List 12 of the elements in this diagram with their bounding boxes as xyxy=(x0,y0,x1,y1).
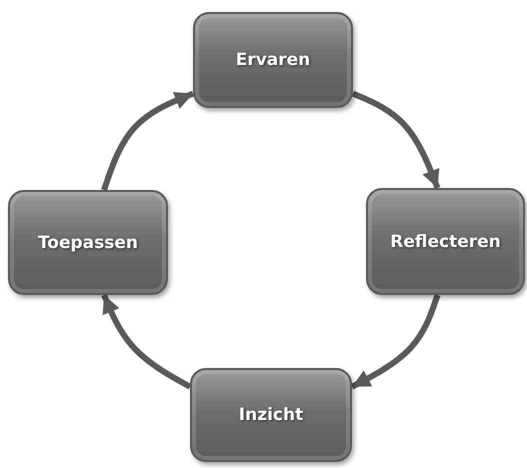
curved-arrow xyxy=(101,90,194,191)
step-label: Toepassen xyxy=(38,232,138,252)
curved-arrow xyxy=(352,90,440,190)
process-box xyxy=(190,368,352,462)
curved-arrow xyxy=(350,294,440,390)
process-box xyxy=(193,12,353,108)
step-label: Reflecteren xyxy=(390,232,501,252)
step-label: Inzicht xyxy=(238,405,304,425)
step-label: Ervaren xyxy=(236,50,310,70)
process-box xyxy=(366,188,525,295)
process-box xyxy=(8,190,168,295)
curved-arrow xyxy=(101,294,192,390)
